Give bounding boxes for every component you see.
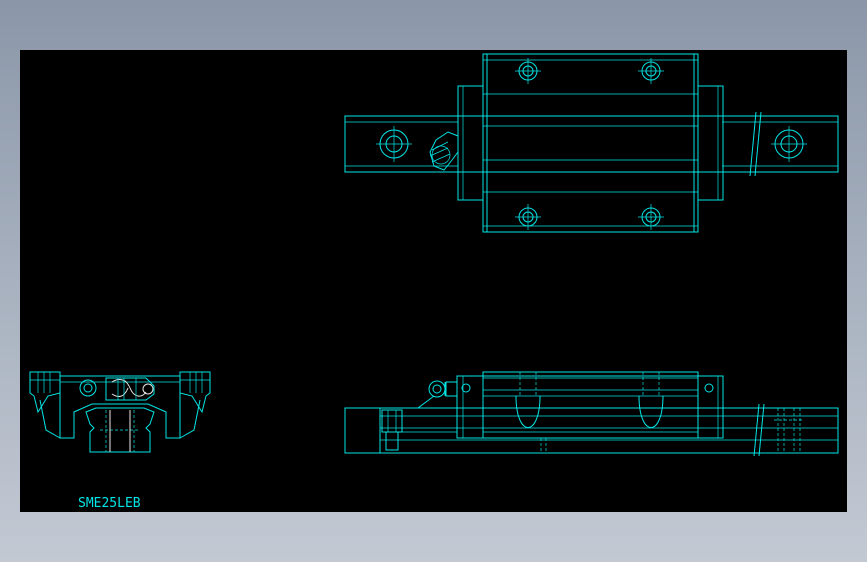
carriage-block-front bbox=[456, 371, 724, 439]
rail-top bbox=[344, 111, 839, 177]
rail-hidden-hole bbox=[774, 408, 804, 453]
grease-nipple-front bbox=[428, 380, 458, 398]
part-number-label: SME25LEB bbox=[78, 496, 141, 511]
rail-front bbox=[344, 403, 839, 457]
rail-hole-left bbox=[376, 126, 412, 162]
front-view bbox=[344, 371, 839, 457]
rail-hole-right bbox=[771, 126, 807, 162]
rail-end-bolt bbox=[381, 409, 403, 451]
flange-right bbox=[179, 371, 211, 439]
grease-nipple-top bbox=[429, 131, 459, 171]
flange-left bbox=[29, 371, 61, 439]
carriage-body-side bbox=[59, 375, 181, 439]
drawing-canvas[interactable] bbox=[20, 50, 847, 512]
side-view bbox=[29, 371, 211, 453]
carriage-block-top bbox=[482, 53, 699, 233]
grease-nipple-side bbox=[79, 377, 155, 401]
end-seal-right bbox=[697, 85, 724, 201]
end-seal-left bbox=[457, 85, 484, 201]
rail-profile bbox=[85, 407, 155, 453]
top-view bbox=[344, 53, 839, 233]
carriage-bolts-top bbox=[515, 58, 664, 230]
